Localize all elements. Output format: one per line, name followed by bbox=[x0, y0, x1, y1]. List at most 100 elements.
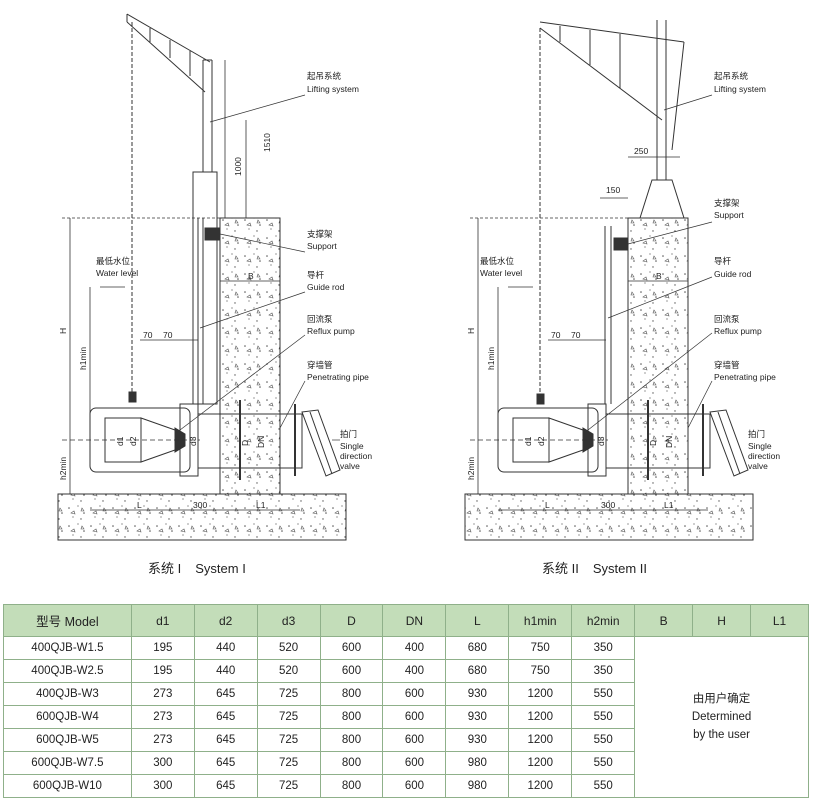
cell-DN: 600 bbox=[382, 728, 447, 752]
dim-70a: 70 bbox=[551, 330, 561, 340]
dim-70b: 70 bbox=[571, 330, 581, 340]
cell-d3: 725 bbox=[256, 774, 321, 798]
cell-L: 680 bbox=[445, 636, 510, 660]
cell-d3: 725 bbox=[256, 705, 321, 729]
pump-label-zh: 回流泵 bbox=[714, 314, 740, 324]
cell-d1: 300 bbox=[130, 774, 195, 798]
user-determined-cell: 由用户确定 Determined by the user bbox=[634, 636, 809, 798]
cell-h2min: 350 bbox=[571, 659, 636, 683]
cell-L: 930 bbox=[445, 728, 510, 752]
cell-d2: 645 bbox=[193, 728, 258, 752]
cell-model: 600QJB-W5 bbox=[3, 728, 132, 752]
system-1-labels: 起吊系统 Lifting system 支撑架 Support 导杆 Guide… bbox=[58, 71, 372, 510]
cell-model: 600QJB-W7.5 bbox=[3, 751, 132, 775]
cell-D: 600 bbox=[319, 659, 384, 683]
cell-h2min: 350 bbox=[571, 636, 636, 660]
valve-label-zh: 拍门 bbox=[340, 429, 357, 439]
system-2-labels: 起吊系统 Lifting system 支撑架 Support 导杆 Guide… bbox=[466, 71, 780, 510]
cell-D: 600 bbox=[319, 636, 384, 660]
cell-model: 400QJB-W2.5 bbox=[3, 659, 132, 683]
dim-1000: 1000 bbox=[233, 157, 243, 176]
system-1-drawing bbox=[57, 13, 347, 541]
cell-D: 800 bbox=[319, 728, 384, 752]
user-determined-en-2: by the user bbox=[693, 729, 751, 741]
cell-L: 680 bbox=[445, 659, 510, 683]
cell-DN: 400 bbox=[382, 659, 447, 683]
header-model: 型号 Model bbox=[3, 604, 132, 637]
cell-L: 930 bbox=[445, 705, 510, 729]
pump-label-en: Reflux pump bbox=[307, 326, 355, 336]
cell-d1: 195 bbox=[130, 659, 195, 683]
cell-d1: 273 bbox=[130, 705, 195, 729]
pump-label-en: Reflux pump bbox=[714, 326, 762, 336]
pipe-label-zh: 穿墙管 bbox=[307, 360, 333, 370]
dim-H: H bbox=[466, 328, 476, 334]
header-H: H bbox=[692, 604, 751, 637]
cell-model: 600QJB-W4 bbox=[3, 705, 132, 729]
guide-label-en: Guide rod bbox=[307, 282, 345, 292]
dim-L: L bbox=[545, 500, 550, 510]
cell-d2: 645 bbox=[193, 751, 258, 775]
crane-mast bbox=[192, 171, 218, 405]
cell-h1min: 1200 bbox=[508, 774, 573, 798]
lifting-label-en: Lifting system bbox=[714, 84, 766, 94]
cell-D: 800 bbox=[319, 751, 384, 775]
water-level-en: Water level bbox=[96, 268, 138, 278]
header-DN: DN bbox=[382, 604, 447, 637]
table-row: 600QJB-W7.5 300 645 725 800 600 980 1200… bbox=[3, 751, 809, 775]
support-label-zh: 支撑架 bbox=[307, 229, 333, 239]
valve-label-en-3: valve bbox=[748, 461, 768, 471]
cell-d1: 273 bbox=[130, 728, 195, 752]
dim-L1: L1 bbox=[664, 500, 674, 510]
cell-D: 800 bbox=[319, 682, 384, 706]
cell-DN: 600 bbox=[382, 751, 447, 775]
dim-d2: d2 bbox=[536, 436, 546, 446]
header-L: L bbox=[445, 604, 510, 637]
dim-L: L bbox=[137, 500, 142, 510]
dim-300: 300 bbox=[193, 500, 207, 510]
single-direction-valve bbox=[709, 409, 749, 477]
crane-jib bbox=[126, 13, 211, 63]
cell-d3: 520 bbox=[256, 636, 321, 660]
cell-DN: 600 bbox=[382, 774, 447, 798]
table-row: 600QJB-W10 300 645 725 800 600 980 1200 … bbox=[3, 774, 809, 798]
header-h2min: h2min bbox=[571, 604, 636, 637]
water-level-zh: 最低水位 bbox=[480, 256, 515, 266]
cell-L: 980 bbox=[445, 751, 510, 775]
support-bracket bbox=[613, 237, 629, 251]
system-2-caption-en: System II bbox=[592, 561, 648, 576]
cell-d3: 725 bbox=[256, 728, 321, 752]
cell-d2: 645 bbox=[193, 774, 258, 798]
pipe-label-en: Penetrating pipe bbox=[307, 372, 369, 382]
guide-label-zh: 导杆 bbox=[714, 256, 732, 266]
spec-table: 型号 Model d1 d2 d3 D DN L h1min h2min B H… bbox=[3, 604, 810, 798]
cell-d3: 725 bbox=[256, 751, 321, 775]
cell-d2: 440 bbox=[193, 636, 258, 660]
cell-d2: 645 bbox=[193, 705, 258, 729]
dim-d1: d1 bbox=[523, 436, 533, 446]
cell-model: 400QJB-W1.5 bbox=[3, 636, 132, 660]
table-row: 600QJB-W5 273 645 725 800 600 930 1200 5… bbox=[3, 728, 809, 752]
dim-d2: d2 bbox=[128, 436, 138, 446]
dim-150: 150 bbox=[606, 185, 620, 195]
cell-model: 400QJB-W3 bbox=[3, 682, 132, 706]
dim-D: D bbox=[648, 440, 658, 446]
dim-d1: d1 bbox=[115, 436, 125, 446]
dim-H: H bbox=[58, 328, 68, 334]
cell-h2min: 550 bbox=[571, 774, 636, 798]
installation-drawings: 起吊系统 Lifting system 支撑架 Support 导杆 Guide… bbox=[57, 13, 780, 541]
support-label-zh: 支撑架 bbox=[714, 198, 740, 208]
table-header-row: 型号 Model d1 d2 d3 D DN L h1min h2min B H… bbox=[3, 604, 810, 637]
water-level-en: Water level bbox=[480, 268, 522, 278]
dim-d3: d3 bbox=[188, 436, 198, 446]
cell-h2min: 550 bbox=[571, 728, 636, 752]
dim-L1: L1 bbox=[256, 500, 266, 510]
header-h1min: h1min bbox=[508, 604, 573, 637]
crane-jib bbox=[539, 21, 685, 43]
cell-h2min: 550 bbox=[571, 682, 636, 706]
base-slab bbox=[464, 493, 754, 541]
penetrating-pipe bbox=[605, 413, 711, 469]
header-d1: d1 bbox=[130, 604, 195, 637]
dim-h2: h2min bbox=[466, 457, 476, 480]
guide-label-zh: 导杆 bbox=[307, 270, 325, 280]
